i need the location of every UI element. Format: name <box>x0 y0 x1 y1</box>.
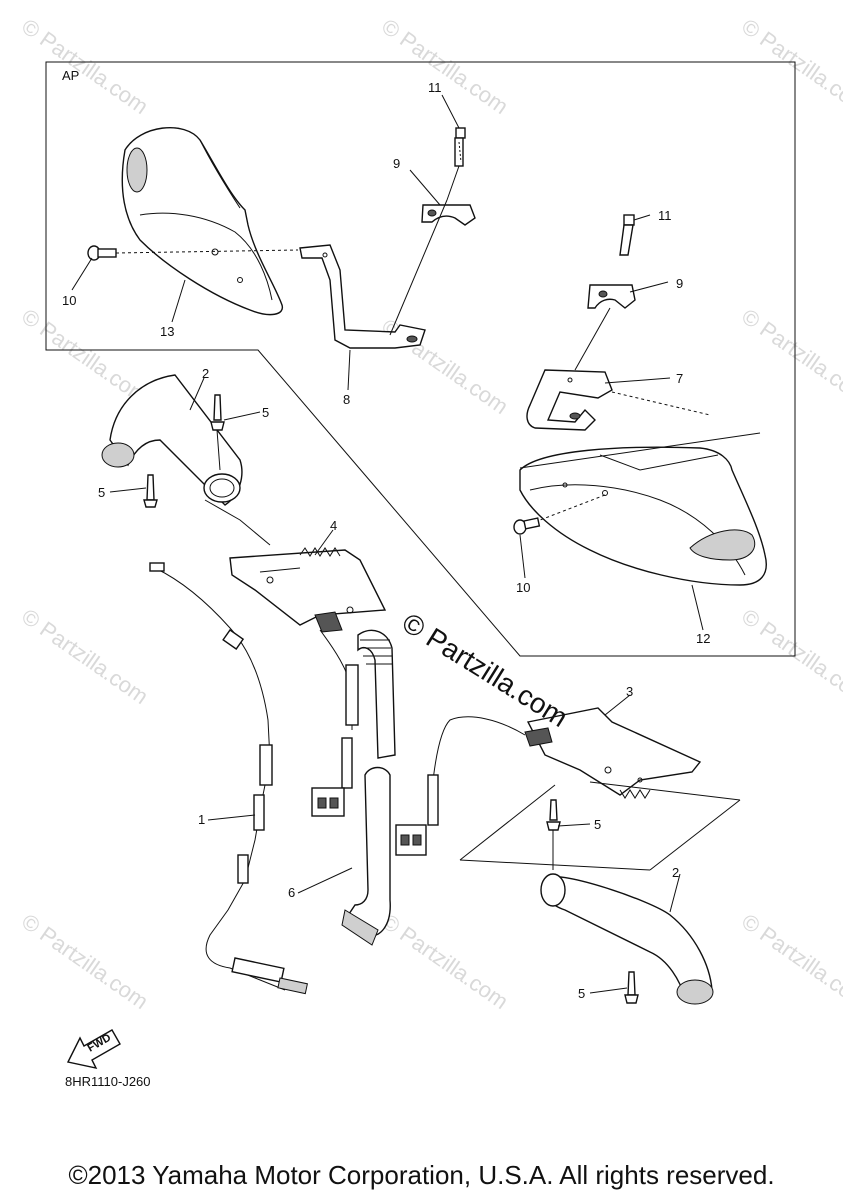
callout-4: 4 <box>330 518 337 533</box>
bracket-left-part <box>299 244 426 349</box>
rivet-upper-part <box>143 394 225 508</box>
callout-11-right: 11 <box>658 208 672 223</box>
center-watermark: © Partzilla.com <box>397 607 573 733</box>
watermark: © Partzilla.com <box>737 909 843 1015</box>
grip-upper-part <box>101 374 271 546</box>
callout-13: 13 <box>160 324 174 339</box>
callout-10-left: 10 <box>62 293 76 308</box>
callout-2-upper: 2 <box>202 366 209 381</box>
watermark: © Partzilla.com <box>737 14 843 120</box>
clamp-top-part <box>389 199 476 336</box>
callout-11-top: 11 <box>428 80 442 95</box>
callout-10-right: 10 <box>516 580 530 595</box>
callout-5-lower-b: 5 <box>578 986 585 1001</box>
rivet-lower-part <box>546 799 639 1004</box>
throttle-cable-part <box>149 562 308 995</box>
callout-7: 7 <box>676 371 683 386</box>
callout-5-upper-b: 5 <box>98 485 105 500</box>
bolt-right-part <box>619 214 635 256</box>
watermark: © Partzilla.com <box>377 14 513 120</box>
watermark: © Partzilla.com <box>377 909 513 1015</box>
fwd-arrow-icon: FWD <box>66 1029 121 1069</box>
copyright-notice: ©2013 Yamaha Motor Corporation, U.S.A. A… <box>68 1160 775 1190</box>
callout-12: 12 <box>696 631 710 646</box>
callout-1: 1 <box>198 812 205 827</box>
watermark: © Partzilla.com <box>737 304 843 410</box>
callout-9-right: 9 <box>676 276 683 291</box>
bolt-top-part <box>446 127 466 201</box>
diagram-code: 8HR1110-J260 <box>65 1074 151 1089</box>
callout-8: 8 <box>343 392 350 407</box>
handguard-left-part <box>121 126 284 316</box>
clamp-right-part <box>574 284 636 371</box>
screw-left-part <box>87 245 299 261</box>
callout-3: 3 <box>626 684 633 699</box>
callout-numbers: 11 9 10 13 8 11 9 7 10 12 2 5 5 4 3 1 6 … <box>62 80 710 1001</box>
wire-harness-left-part <box>311 629 359 817</box>
grip-lower-part <box>540 873 714 1005</box>
group-label-ap: AP <box>62 68 79 83</box>
callout-5-upper-a: 5 <box>262 405 269 420</box>
callout-5-lower-a: 5 <box>594 817 601 832</box>
wire-harness-right-part <box>395 716 526 856</box>
watermark: © Partzilla.com <box>17 909 153 1015</box>
bracket-right-part <box>526 369 711 431</box>
ap-frame <box>45 61 796 657</box>
callout-2-lower: 2 <box>672 865 679 880</box>
callout-9-top: 9 <box>393 156 400 171</box>
callout-leaders <box>71 94 704 994</box>
handguard-right-part <box>519 432 767 586</box>
heater-element-right-part <box>459 707 741 871</box>
watermark: © Partzilla.com <box>17 604 153 710</box>
screw-right-part <box>513 517 541 535</box>
heater-element-left-part <box>229 547 387 633</box>
watermark: © Partzilla.com <box>17 14 153 120</box>
watermark: © Partzilla.com <box>17 304 153 410</box>
corrugated-tube-part <box>341 629 396 946</box>
callout-6: 6 <box>288 885 295 900</box>
